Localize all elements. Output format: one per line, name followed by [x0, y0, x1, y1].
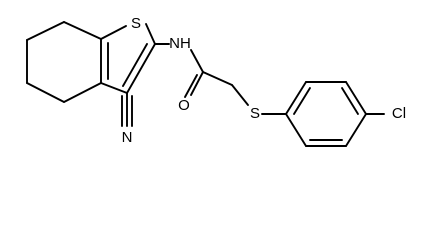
bond: [100, 82, 128, 94]
amide-linkage: [154, 43, 287, 115]
chlorine-label: Cl: [392, 105, 406, 122]
bond: [293, 87, 311, 115]
bond: [126, 43, 156, 94]
bond: [285, 113, 307, 147]
bond: [345, 113, 367, 147]
bond: [63, 82, 102, 103]
bond: [145, 23, 156, 45]
ring-sulfur-label: S: [131, 15, 141, 32]
nitrile-group: [121, 92, 133, 127]
bond: [26, 21, 65, 41]
bond: [190, 49, 204, 73]
bond: [341, 87, 359, 115]
carbonyl-o-label: O: [178, 97, 190, 114]
bond: [63, 21, 102, 40]
bond: [122, 43, 148, 87]
amide-nh-label: NH: [169, 35, 191, 52]
chlorophenyl-ring: [285, 81, 385, 147]
bond: [184, 74, 198, 98]
bond: [190, 71, 204, 96]
bond: [26, 82, 65, 103]
bond: [345, 81, 367, 115]
structure-diagram: S NH N O S Cl: [26, 15, 406, 147]
bond: [285, 81, 307, 115]
cyclohexene-ring: [26, 21, 102, 103]
bond: [100, 25, 127, 40]
bond: [202, 71, 233, 86]
thioether-sulfur-label: S: [250, 105, 260, 122]
bond: [231, 84, 249, 106]
thiophene-ring: [100, 23, 156, 94]
nitrile-n-label: N: [122, 129, 133, 146]
